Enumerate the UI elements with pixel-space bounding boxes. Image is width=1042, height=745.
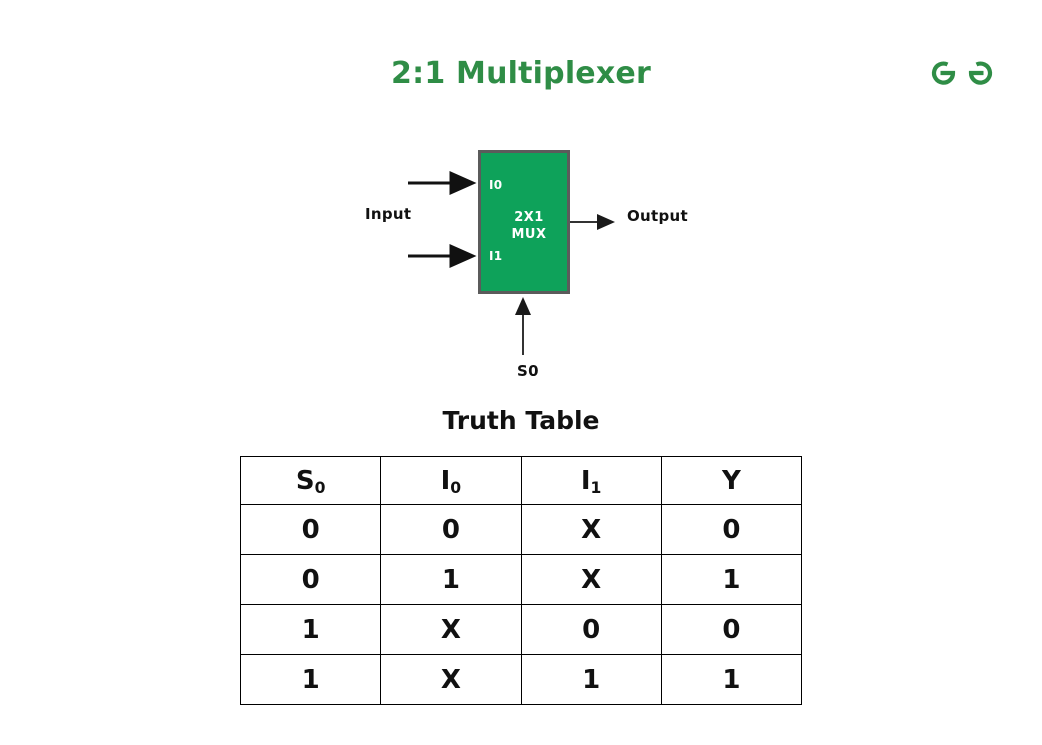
table-row: 1 X 0 0	[239, 604, 803, 655]
column-header-sub: 1	[590, 479, 602, 498]
geeksforgeeks-logo-icon	[928, 52, 996, 94]
mux-port-label-i1: I1	[489, 249, 503, 263]
cell-y: 1	[660, 554, 803, 605]
table-row: 0 0 X 0	[239, 504, 803, 555]
cell-s0: 0	[239, 554, 382, 605]
column-header-sub: 0	[314, 479, 326, 498]
column-header-i1: I1	[520, 456, 662, 505]
input-label: Input	[365, 205, 412, 223]
mux-diagram: I0 I1 2X1 MUX Input Output S0	[365, 150, 688, 380]
column-header-base: Y	[721, 465, 741, 496]
select-label-s0: S0	[517, 362, 539, 380]
cell-s0: 1	[239, 604, 382, 655]
mux-block-label-line2: MUX	[511, 227, 547, 242]
cell-s0: 0	[239, 504, 382, 555]
cell-i0: 1	[380, 554, 522, 605]
truth-table: S0 I0 I1 Y 0 0 X 0 0 1 X 1 1 X	[239, 456, 803, 705]
cell-i1: X	[520, 554, 662, 605]
table-row: 1 X 1 1	[239, 654, 803, 705]
mux-block-label-line1: 2X1	[514, 210, 544, 225]
cell-i1: 1	[520, 654, 662, 705]
output-label: Output	[627, 207, 688, 225]
cell-i0: X	[380, 654, 522, 705]
column-header-y: Y	[660, 456, 803, 505]
table-row: 0 1 X 1	[239, 554, 803, 605]
mux-block: I0 I1 2X1 MUX	[478, 150, 570, 294]
column-header-s0: S0	[239, 456, 382, 505]
cell-i0: 0	[380, 504, 522, 555]
cell-i1: X	[520, 504, 662, 555]
truth-table-heading: Truth Table	[442, 406, 600, 435]
table-header-row: S0 I0 I1 Y	[239, 456, 803, 505]
page-title: 2:1 Multiplexer	[391, 56, 651, 91]
mux-block-label: 2X1 MUX	[481, 209, 567, 243]
cell-s0: 1	[239, 654, 382, 705]
column-header-sub: 0	[450, 479, 462, 498]
cell-i1: 0	[520, 604, 662, 655]
cell-i0: X	[380, 604, 522, 655]
cell-y: 0	[660, 604, 803, 655]
column-header-i0: I0	[380, 456, 522, 505]
column-header-base: I	[440, 465, 451, 496]
mux-port-label-i0: I0	[489, 178, 503, 192]
column-header-base: I	[580, 465, 591, 496]
cell-y: 1	[660, 654, 803, 705]
cell-y: 0	[660, 504, 803, 555]
column-header-base: S	[295, 465, 315, 496]
